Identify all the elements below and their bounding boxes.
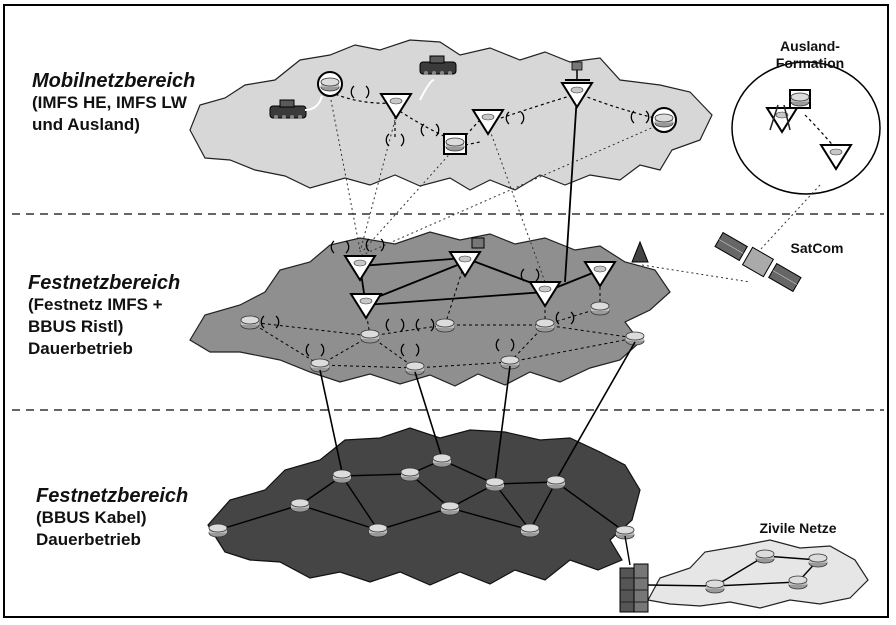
mobil-title: Mobilnetzbereich: [32, 70, 196, 92]
mobil-ristl-trunk: [564, 94, 578, 283]
zivile-router: [788, 575, 808, 590]
kabel-zone-label: Festnetzbereich (BBUS Kabel) Dauerbetrie…: [36, 485, 188, 551]
mobil-nodes: [269, 55, 677, 155]
kabel-router: [485, 477, 505, 492]
ristl-nodes: [240, 237, 649, 376]
satcom-label: SatCom: [790, 240, 844, 256]
radio-icon: [471, 237, 485, 249]
dish-icon: [631, 240, 649, 263]
kabel-router: [368, 523, 388, 538]
zivile-netze-label: Zivile Netze: [759, 520, 837, 536]
zivile-router: [808, 553, 828, 568]
mobil-line1: (IMFS HE, IMFS LW: [32, 93, 187, 112]
tank-icon: [269, 99, 307, 119]
kabel-router: [290, 498, 310, 513]
ristl-mesh-links: [249, 261, 636, 369]
ristl-title: Festnetzbereich: [28, 272, 181, 294]
kabel-title: Festnetzbereich: [36, 485, 189, 507]
satellite-icon: [714, 231, 802, 293]
kabel-line2: Dauerbetrieb: [36, 530, 141, 549]
mobil-line2: und Ausland): [32, 115, 140, 134]
zivile-router: [705, 579, 725, 594]
mobil-zone-label: Mobilnetzbereich (IMFS HE, IMFS LW und A…: [32, 70, 195, 136]
ristl-router: [535, 318, 555, 333]
ausland-formation-circle: [731, 61, 881, 195]
ristl-line2: BBUS Ristl): [28, 317, 124, 336]
ristl-router: [590, 301, 610, 316]
tank-icon: [419, 55, 457, 75]
ausland-line1: Ausland-: [780, 38, 840, 54]
diagram-border: [3, 4, 889, 618]
zivile-map: [647, 539, 869, 609]
kabel-router: [400, 467, 420, 482]
kabel-router: [546, 475, 566, 490]
kabel-map: [207, 427, 641, 586]
kabel-router: [440, 501, 460, 516]
kabel-line1: (BBUS Kabel): [36, 508, 147, 527]
ausland-nodes: [766, 89, 852, 170]
firewall-icon: [619, 563, 649, 613]
zivile-router: [755, 549, 775, 564]
ristl-kabel-links: [319, 341, 636, 483]
kabel-router: [332, 469, 352, 484]
kabel-router: [432, 453, 452, 468]
ausland-line2: Formation: [775, 55, 845, 71]
ristl-map: [189, 231, 671, 387]
mobil-ristl-links: [329, 94, 821, 283]
ristl-router: [360, 329, 380, 344]
kabel-router: [208, 523, 228, 538]
ristl-router: [435, 318, 455, 333]
ausland-label: Ausland- Formation: [762, 38, 858, 72]
ristl-line3: Dauerbetrieb: [28, 339, 133, 358]
kabel-router: [520, 523, 540, 538]
ristl-zone-label: Festnetzbereich (Festnetz IMFS + BBUS Ri…: [28, 272, 180, 360]
ristl-line1: (Festnetz IMFS +: [28, 295, 163, 314]
ristl-router: [240, 315, 260, 330]
